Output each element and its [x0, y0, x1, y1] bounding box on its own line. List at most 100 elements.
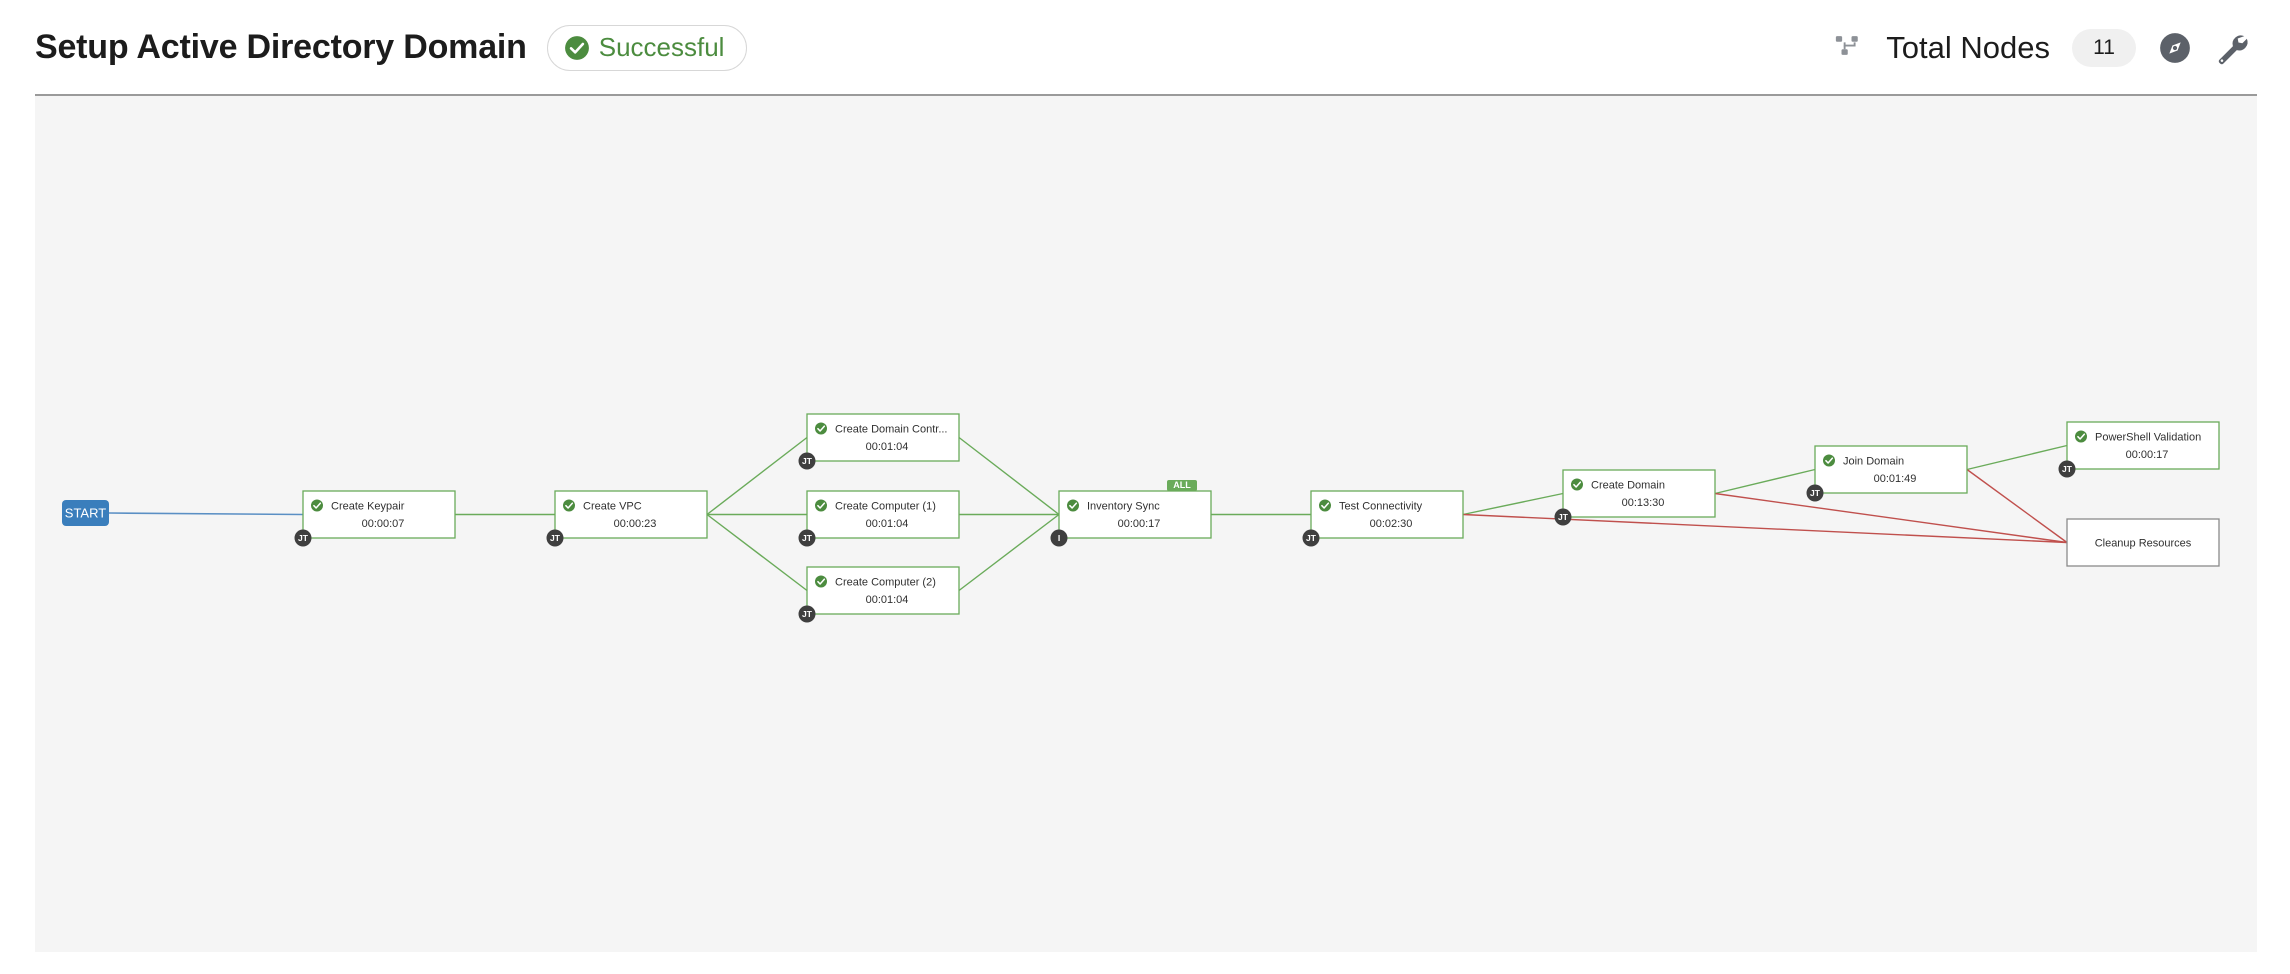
edge-create-computer-2-to-inventory-sync — [958, 513, 1060, 592]
node-type-badge-inventory-sync[interactable] — [1050, 529, 1068, 547]
node-type-badge-label: JT — [802, 609, 813, 619]
wrench-icon[interactable] — [2214, 30, 2250, 66]
node-elapsed-test-connectivity: 00:02:30 — [1370, 518, 1413, 530]
node-type-badge-join-domain[interactable] — [1806, 484, 1824, 502]
compass-icon[interactable] — [2158, 31, 2192, 65]
check-mark — [817, 578, 826, 585]
node-type-badge-label: JT — [802, 456, 813, 466]
node-type-badge-create-computer-2[interactable] — [798, 605, 816, 623]
status-badge-label: Successful — [598, 32, 725, 62]
check-circle-bg — [815, 422, 827, 435]
check-circle-bg — [815, 575, 827, 588]
node-title-create-computer-1: Create Computer (1) — [835, 501, 936, 513]
convergence-badge-label: ALL — [1173, 480, 1191, 490]
node-title-test-connectivity: Test Connectivity — [1339, 501, 1423, 513]
edge-layer — [108, 436, 2068, 592]
node-elapsed-create-keypair: 00:00:07 — [362, 518, 405, 530]
node-elapsed-create-computer-2: 00:01:04 — [866, 594, 909, 606]
node-title-create-domain: Create Domain — [1591, 480, 1665, 492]
node-elapsed-create-computer-1: 00:01:04 — [866, 518, 909, 530]
node-type-badge-create-keypair[interactable] — [294, 529, 312, 547]
check-circle-icon — [1319, 499, 1331, 512]
node-box-create-computer-1[interactable] — [806, 490, 960, 539]
node-box-test-connectivity[interactable] — [1310, 490, 1464, 539]
check-circle-bg — [2075, 430, 2087, 443]
check-circle-bg — [1823, 454, 1835, 467]
header-left-group: Setup Active Directory Domain Successful — [35, 24, 748, 71]
node-box-create-domain[interactable] — [1562, 469, 1716, 518]
edge-start-to-create-keypair — [108, 512, 304, 516]
edge-create-domain-controller-to-inventory-sync — [958, 436, 1060, 516]
node-title-join-domain: Join Domain — [1843, 456, 1904, 468]
page-header: Setup Active Directory Domain Successful — [0, 0, 2290, 95]
check-circle-bg — [1319, 499, 1331, 512]
node-type-badge-create-domain[interactable] — [1554, 508, 1572, 526]
check-mark — [817, 502, 826, 509]
node-type-badge-label: JT — [1558, 512, 1569, 522]
node-box-cleanup-resources[interactable] — [2066, 518, 2220, 567]
node-elapsed-join-domain: 00:01:49 — [1874, 473, 1917, 485]
node-box-create-domain-controller[interactable] — [806, 413, 960, 462]
edge-test-connectivity-to-create-domain — [1462, 492, 1564, 516]
node-box-join-domain[interactable] — [1814, 445, 1968, 494]
check-mark — [1069, 502, 1078, 509]
start-node-box[interactable] — [62, 500, 109, 526]
start-node-label: START — [65, 506, 106, 521]
header-right-group: Total Nodes 11 — [1834, 28, 2250, 67]
edge-join-domain-to-cleanup-resources — [1966, 468, 2068, 544]
start-node[interactable]: START — [62, 500, 109, 526]
node-type-badge-label: I — [1058, 533, 1060, 543]
node-box-create-vpc[interactable] — [554, 490, 708, 539]
check-mark — [1573, 481, 1582, 488]
node-box-powershell-validation[interactable] — [2066, 421, 2220, 470]
node-type-badge-create-computer-1[interactable] — [798, 529, 816, 547]
check-circle-bg — [563, 499, 575, 512]
node-box-create-keypair[interactable] — [302, 490, 456, 539]
edge-create-vpc-to-create-computer-2 — [706, 513, 808, 592]
node-type-badge-powershell-validation[interactable] — [2058, 460, 2076, 478]
check-circle-icon — [815, 575, 827, 588]
check-circle-icon — [815, 499, 827, 512]
edge-create-domain-to-cleanup-resources — [1714, 492, 2068, 544]
node-type-badge-create-vpc[interactable] — [546, 529, 564, 547]
check-circle-icon — [1067, 499, 1079, 512]
node-elapsed-create-domain-controller: 00:01:04 — [866, 441, 909, 453]
check-circle-icon — [563, 499, 575, 512]
check-circle-bg — [1067, 499, 1079, 512]
node-title-inventory-sync: Inventory Sync — [1087, 501, 1160, 513]
workflow-node-cleanup-resources[interactable]: Cleanup Resources — [2066, 518, 2220, 567]
edge-join-domain-to-powershell-validation — [1966, 444, 2068, 471]
check-circle-bg — [1571, 478, 1583, 491]
check-mark — [565, 502, 574, 509]
node-title-create-domain-controller: Create Domain Contr... — [835, 424, 948, 436]
node-title-create-keypair: Create Keypair — [331, 501, 405, 513]
node-elapsed-create-vpc: 00:00:23 — [614, 518, 657, 530]
node-type-badge-create-domain-controller[interactable] — [798, 452, 816, 470]
hierarchy-icon[interactable] — [1834, 33, 1864, 63]
total-nodes-count: 11 — [2072, 28, 2136, 67]
edge-create-domain-to-join-domain — [1714, 468, 1816, 495]
check-circle-icon — [1823, 454, 1835, 467]
check-mark — [817, 425, 826, 432]
node-box-inventory-sync[interactable] — [1058, 490, 1212, 539]
node-title-create-computer-2: Create Computer (2) — [835, 577, 936, 589]
node-type-badge-label: JT — [1810, 488, 1821, 498]
check-circle-bg — [815, 499, 827, 512]
total-nodes-label: Total Nodes — [1886, 29, 2050, 65]
node-box-create-computer-2[interactable] — [806, 566, 960, 615]
node-type-badge-test-connectivity[interactable] — [1302, 529, 1320, 547]
check-mark — [1825, 457, 1834, 464]
